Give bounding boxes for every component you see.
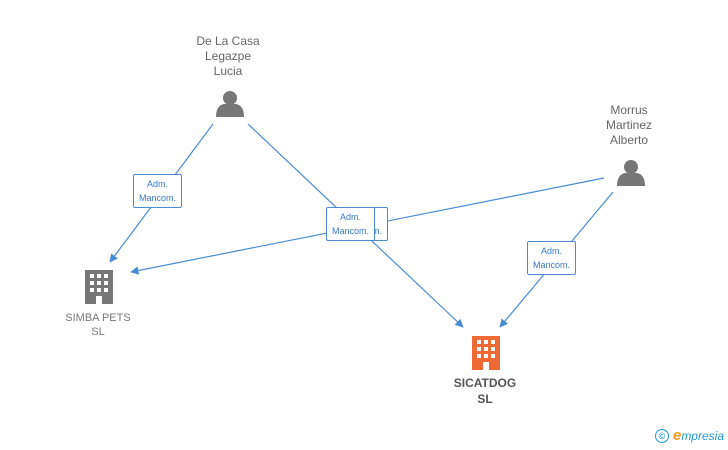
brand-initial: e xyxy=(672,427,682,444)
person-icon xyxy=(617,160,645,186)
building-icon xyxy=(472,336,500,370)
person-name-line: Martinez xyxy=(605,118,652,132)
person-name-de-la-casa[interactable]: De La Casa Legazpe Lucia xyxy=(168,34,288,79)
person-name-morrus[interactable]: Morrus Martinez Alberto xyxy=(569,103,689,148)
edge-label-line: Mancom. xyxy=(533,260,571,270)
company-name-line: SL xyxy=(91,326,105,338)
building-icon xyxy=(85,270,113,304)
empresia-watermark[interactable]: © empresia xyxy=(654,427,724,444)
edge-label-line: Adm. xyxy=(147,179,169,189)
company-name-line: SICATDOG xyxy=(453,376,517,390)
company-name-line: SIMBA PETS xyxy=(65,312,131,324)
edge-label-middle-front[interactable]: Adm. Mancom. xyxy=(326,207,376,241)
edge-label-line: Adm. xyxy=(541,246,563,256)
edge-label-morrus-sicatdog[interactable]: Adm. Mancom. xyxy=(527,241,577,275)
edge-label-line: Mancom. xyxy=(139,193,177,203)
company-name-simba-pets[interactable]: SIMBA PETS SL xyxy=(38,311,158,339)
person-name-line: Morrus xyxy=(610,103,648,117)
person-icon xyxy=(216,91,244,117)
person-name-line: De La Casa xyxy=(196,34,260,48)
person-name-line: Lucia xyxy=(213,64,243,78)
edge-label-lucia-simba[interactable]: Adm. Mancom. xyxy=(133,174,183,208)
company-name-line: SL xyxy=(477,392,493,406)
company-name-sicatdog[interactable]: SICATDOG SL xyxy=(425,375,545,407)
edge-label-line: Mancom. xyxy=(332,226,370,236)
brand-rest: mpresia xyxy=(681,429,724,443)
copyright-icon: © xyxy=(654,428,669,443)
brand-logo: empresia xyxy=(673,427,724,444)
person-name-line: Legazpe xyxy=(204,49,252,63)
edge-label-line: Adm. xyxy=(340,212,362,222)
person-name-line: Alberto xyxy=(609,133,649,147)
